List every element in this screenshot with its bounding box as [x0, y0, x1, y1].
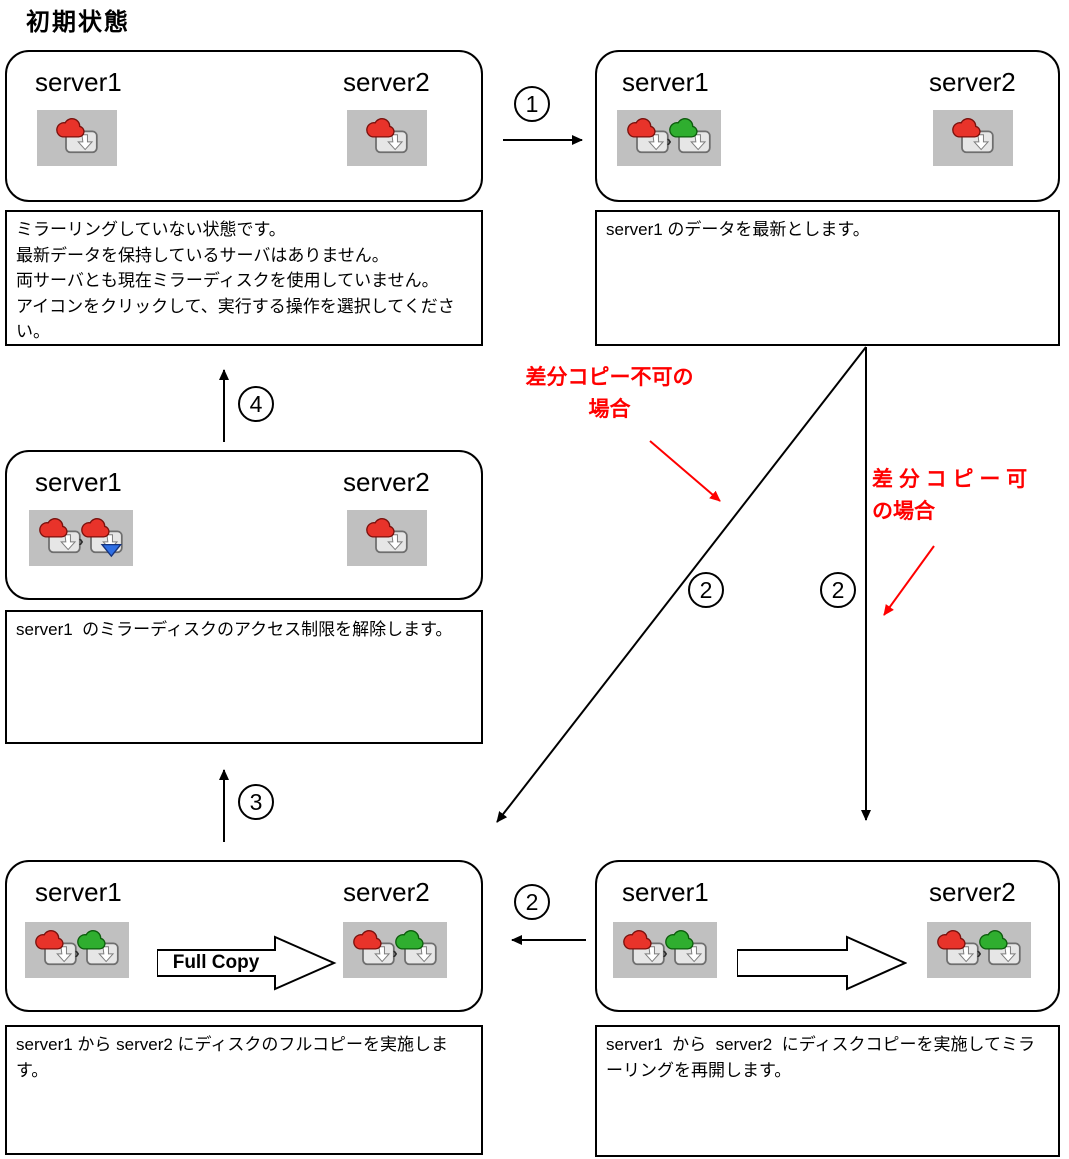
- server2-label: server2: [343, 467, 430, 497]
- disk-unit-green-icon: [668, 118, 711, 154]
- server1-label: server1: [35, 67, 122, 97]
- red-arrow-no-diff: [649, 440, 721, 502]
- desc-full-copy: server1 から server2 にディスクのフルコピーを実施します。: [5, 1025, 483, 1155]
- disk-unit-red-icon: [366, 118, 408, 154]
- full-copy-block-arrow: Full Copy: [156, 934, 337, 992]
- disk-unit-red-icon: [623, 930, 666, 966]
- disk-unit-red-icon: [937, 930, 980, 966]
- red-arrow-diff-ok: [883, 545, 935, 616]
- server2-label: server2: [929, 877, 1016, 907]
- mirror-disk-pair-icon-red-green: ›: [617, 110, 721, 166]
- mirror-disk-icon-red: [347, 510, 427, 566]
- disk-unit-red-icon: [56, 118, 98, 154]
- disk-unit-green-icon: [394, 930, 437, 966]
- block-arrow-shape: [156, 935, 337, 991]
- copy-direction-chevron-icon: ›: [976, 945, 982, 962]
- page-title: 初期状態: [26, 9, 130, 36]
- server1-label: server1: [622, 67, 709, 97]
- mirror-disk-pair-icon-red-green: ›: [613, 922, 717, 978]
- server1-label: server1: [622, 877, 709, 907]
- mirror-disk-pair-icon-restricted: ›: [29, 510, 133, 566]
- copy-direction-chevron-icon: ›: [78, 533, 84, 550]
- copy-direction-chevron-icon: ›: [666, 133, 672, 150]
- label-diff-copy-possible: 差 分 コ ピ ー 可 の場合: [872, 468, 1028, 523]
- disk-unit-red-icon: [353, 930, 396, 966]
- disk-unit-red-icon: [366, 518, 408, 554]
- mirror-disk-pair-icon-red-green: ›: [343, 922, 447, 978]
- server1-label: server1: [35, 877, 122, 907]
- step-4-badge: 4: [238, 386, 274, 422]
- copy-direction-chevron-icon: ›: [662, 945, 668, 962]
- disk-unit-green-icon: [664, 930, 707, 966]
- desc-set-latest: server1 のデータを最新とします。: [595, 210, 1060, 346]
- server2-label: server2: [929, 67, 1016, 97]
- mirror-disk-pair-icon-red-green: ›: [927, 922, 1031, 978]
- state-box-unlock: server1 server2 ›: [5, 450, 483, 600]
- server2-label: server2: [343, 67, 430, 97]
- mirror-disk-icon-red: [347, 110, 427, 166]
- step-1-badge: 1: [514, 86, 550, 122]
- desc-unlock: server1 のミラーディスクのアクセス制限を解除します。: [5, 610, 483, 744]
- state-box-disk-copy: server1 server2 › ›: [595, 860, 1060, 1012]
- mirror-disk-pair-icon-red-green: ›: [25, 922, 129, 978]
- copy-direction-chevron-icon: ›: [392, 945, 398, 962]
- state-box-set-latest: server1 server2 ›: [595, 50, 1060, 202]
- copy-direction-chevron-icon: ›: [74, 945, 80, 962]
- block-arrow-shape: [736, 935, 908, 991]
- full-copy-label: Full Copy: [172, 952, 260, 973]
- server1-label: server1: [35, 467, 122, 497]
- desc-disk-copy: server1 から server2 にディスクコピーを実施してミラーリングを再…: [595, 1025, 1060, 1157]
- disk-unit-green-icon: [76, 930, 119, 966]
- disk-unit-restricted-icon: [80, 518, 123, 557]
- disk-unit-red-icon: [952, 118, 994, 154]
- disk-copy-block-arrow: [736, 934, 908, 992]
- disk-unit-red-icon: [35, 930, 78, 966]
- state-box-full-copy: server1 server2 › Full Copy: [5, 860, 483, 1012]
- label-diff-copy-not-possible: 差分コピー不可の 場合: [525, 366, 694, 421]
- step-3-badge: 3: [238, 784, 274, 820]
- server2-label: server2: [343, 877, 430, 907]
- disk-unit-green-icon: [978, 930, 1021, 966]
- desc-initial: ミラーリングしていない状態です。 最新データを保持しているサーバはありません。 …: [5, 210, 483, 346]
- step-2-badge-bottom: 2: [514, 884, 550, 920]
- disk-unit-red-icon: [627, 118, 670, 154]
- mirror-disk-icon-red: [37, 110, 117, 166]
- state-box-initial: server1 server2: [5, 50, 483, 202]
- disk-unit-red-icon: [39, 518, 82, 554]
- step-2-badge-diagonal: 2: [688, 572, 724, 608]
- step-2-badge-vertical: 2: [820, 572, 856, 608]
- mirror-disk-icon-red: [933, 110, 1013, 166]
